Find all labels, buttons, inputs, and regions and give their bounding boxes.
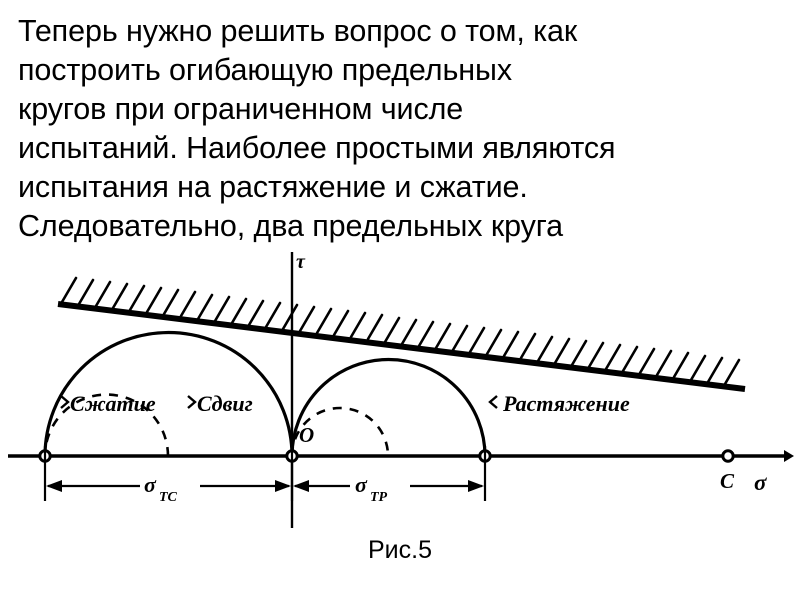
paragraph-line: испытания на растяжение и сжатие. [18,170,528,204]
leader-shear [187,395,197,409]
dim-arrow-right2-icon [468,480,484,492]
region-label-compression: Сжатие [70,391,156,416]
paragraph-text-block: Теперь нужно решить вопрос о том, как по… [18,12,790,244]
region-label-tension: Растяжение [502,391,630,416]
axis-label-sigma: σ [754,470,767,495]
dim-label-compression: σ ТС [144,472,178,505]
point-c-label: C [720,469,735,493]
shear-circle-right [290,406,390,457]
axis-label-tau: τ [296,251,306,273]
svg-text:σ: σ [355,472,368,497]
tension-circle [290,357,487,457]
region-label-shear: Сдвиг [197,391,253,416]
sigma-axis-arrow-icon [784,450,794,462]
paragraph-line: построить огибающую предельных [18,53,512,87]
leader-compression [60,395,70,409]
limit-circles-group [43,330,487,457]
node-point-c [721,449,735,463]
origin-label: O [299,423,314,447]
dim-label-tension: σ ТР [355,472,388,505]
dim-arrow-left-icon [46,480,62,492]
envelope-line [57,301,746,392]
compression-circle [43,330,294,457]
mohr-circle-figure: τ σ O C Сжатие Сдвиг Растяжение σ ТС σ Т… [0,246,800,536]
svg-text:σ: σ [144,472,157,497]
dim-arrow-right-icon [275,480,291,492]
paragraph-line: Теперь нужно решить вопрос о том, как [18,14,578,48]
paragraph-line: испытаний. Наиболее простыми являются [18,131,616,165]
dim-arrow-left2-icon [293,480,309,492]
paragraph-line-clipped: Следовательно, два предельных круга [18,209,563,243]
svg-text:ТР: ТР [370,490,388,505]
leader-tension [488,395,498,409]
limiting-envelope-group [57,276,746,392]
envelope-hatching-icon [60,276,741,386]
svg-text:ТС: ТС [159,490,178,505]
label-leaders-group [60,395,498,409]
paragraph-line: кругов при ограниченном числе [18,92,464,126]
figure-caption: Рис.5 [368,536,432,564]
dimension-group [43,446,487,501]
